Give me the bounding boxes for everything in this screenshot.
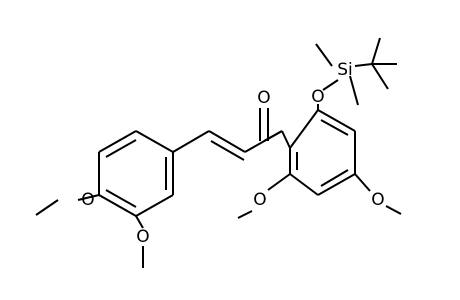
methoxy-oxygen-label-left-lower: O: [136, 227, 149, 247]
methoxy-oxygen-label-left-upper: O: [81, 190, 94, 210]
right-ring-methoxy-groups: [237, 173, 402, 219]
tbs-ether-group: [315, 37, 397, 110]
left-benzene-ring: [98, 130, 174, 217]
left-ring-methoxy-groups: [35, 194, 144, 268]
atom-labels: O O Si O O O O: [81, 60, 384, 247]
right-benzene-ring: [289, 109, 356, 196]
enone-linker: [172, 108, 291, 161]
methoxy-oxygen-label-ring-right: O: [371, 190, 384, 210]
silyl-ether-oxygen-label: O: [311, 87, 324, 107]
silicon-label: Si: [337, 60, 353, 80]
methoxy-oxygen-label-ring-bottom: O: [253, 190, 266, 210]
carbonyl-oxygen-label: O: [257, 88, 270, 108]
